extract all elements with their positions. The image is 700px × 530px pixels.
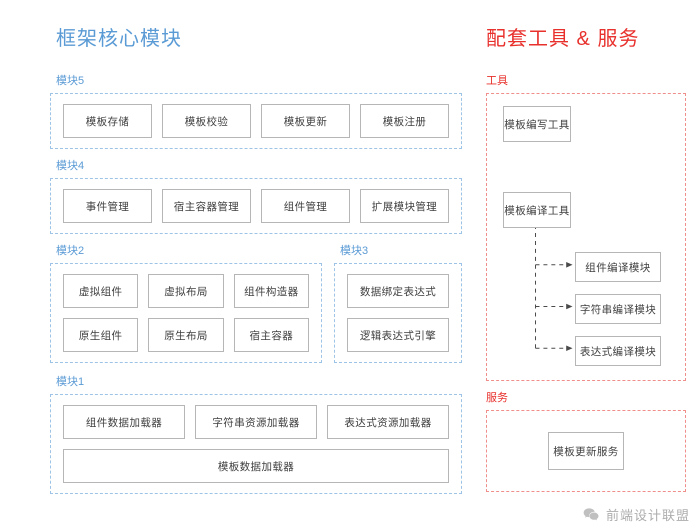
- module-box[interactable]: 模板存储: [63, 104, 152, 138]
- module-box[interactable]: 扩展模块管理: [360, 189, 449, 223]
- watermark-text: 前端设计联盟: [605, 508, 690, 523]
- module-box[interactable]: 字符串资源加载器: [195, 405, 317, 439]
- module2-container: 虚拟组件 虚拟布局 组件构造器 原生组件 原生布局 宿主容器: [50, 263, 322, 363]
- core-modules-title: 框架核心模块: [56, 28, 182, 50]
- core-modules-column: 框架核心模块 模块5 模板存储 模板校验 模板更新 模板注册 模块4 事件管理 …: [50, 24, 462, 504]
- module-box[interactable]: 数据绑定表达式: [347, 274, 449, 308]
- module5-row: 模板存储 模板校验 模板更新 模板注册: [63, 104, 449, 138]
- tools-services-column: 配套工具 & 服务 工具 模板编写工具 模板编译工具 组件编译模块 字符串编译模…: [486, 24, 686, 492]
- module-box[interactable]: 虚拟布局: [148, 274, 224, 308]
- module1-row: 组件数据加载器 字符串资源加载器 表达式资源加载器: [63, 405, 449, 439]
- module1-container: 组件数据加载器 字符串资源加载器 表达式资源加载器 模板数据加载器: [50, 394, 462, 494]
- section-label-module2: 模块2: [56, 245, 85, 257]
- module4-row: 事件管理 宿主容器管理 组件管理 扩展模块管理: [63, 189, 449, 223]
- module4-container: 事件管理 宿主容器管理 组件管理 扩展模块管理: [50, 178, 462, 234]
- module-box[interactable]: 虚拟组件: [63, 274, 139, 308]
- module-box-full-width[interactable]: 模板数据加载器: [63, 449, 449, 483]
- module2-column: 模块2 虚拟组件 虚拟布局 组件构造器 原生组件 原生布局 宿主容器: [50, 244, 322, 363]
- module-box[interactable]: 逻辑表达式引擎: [347, 318, 449, 352]
- module-box[interactable]: 表达式资源加载器: [327, 405, 449, 439]
- services-container: 模板更新服务: [486, 410, 686, 492]
- section-label-services: 服务: [486, 392, 508, 404]
- module3-column: 模块3 数据绑定表达式 逻辑表达式引擎: [334, 244, 462, 363]
- section-label-module3: 模块3: [340, 245, 369, 257]
- section-label-module4: 模块4: [56, 160, 85, 172]
- section-label-module5: 模块5: [56, 75, 85, 87]
- module2-module3-wrapper: 模块2 虚拟组件 虚拟布局 组件构造器 原生组件 原生布局 宿主容器 模块3 数…: [50, 244, 462, 363]
- module5-container: 模板存储 模板校验 模板更新 模板注册: [50, 93, 462, 149]
- module-box[interactable]: 宿主容器: [233, 318, 309, 352]
- watermark: 前端设计联盟: [582, 505, 690, 524]
- tools-container: 模板编写工具 模板编译工具 组件编译模块 字符串编译模块 表达式编译模块: [486, 93, 686, 381]
- section-label-tools: 工具: [486, 75, 508, 87]
- tool-box-compile-module[interactable]: 表达式编译模块: [575, 336, 661, 366]
- module-box[interactable]: 事件管理: [63, 189, 152, 223]
- module-box[interactable]: 组件构造器: [233, 274, 309, 308]
- tool-box-template-editor[interactable]: 模板编写工具: [503, 106, 571, 142]
- wechat-icon: [583, 507, 599, 520]
- tool-box-compile-module[interactable]: 字符串编译模块: [575, 294, 661, 324]
- module2-row-2: 原生组件 原生布局 宿主容器: [63, 318, 309, 352]
- module-box[interactable]: 模板更新: [261, 104, 350, 138]
- tool-box-template-compiler[interactable]: 模板编译工具: [503, 192, 571, 228]
- module-box[interactable]: 原生组件: [63, 318, 139, 352]
- module-box[interactable]: 宿主容器管理: [162, 189, 251, 223]
- service-box-template-update[interactable]: 模板更新服务: [548, 432, 624, 470]
- module-box[interactable]: 模板注册: [360, 104, 449, 138]
- section-label-module1: 模块1: [56, 376, 85, 388]
- module-box[interactable]: 组件数据加载器: [63, 405, 185, 439]
- module-box[interactable]: 模板校验: [162, 104, 251, 138]
- module-box[interactable]: 组件管理: [261, 189, 350, 223]
- tools-services-title: 配套工具 & 服务: [486, 28, 640, 50]
- tool-box-compile-module[interactable]: 组件编译模块: [575, 252, 661, 282]
- module-box[interactable]: 原生布局: [148, 318, 224, 352]
- module2-row-1: 虚拟组件 虚拟布局 组件构造器: [63, 274, 309, 308]
- module3-container: 数据绑定表达式 逻辑表达式引擎: [334, 263, 462, 363]
